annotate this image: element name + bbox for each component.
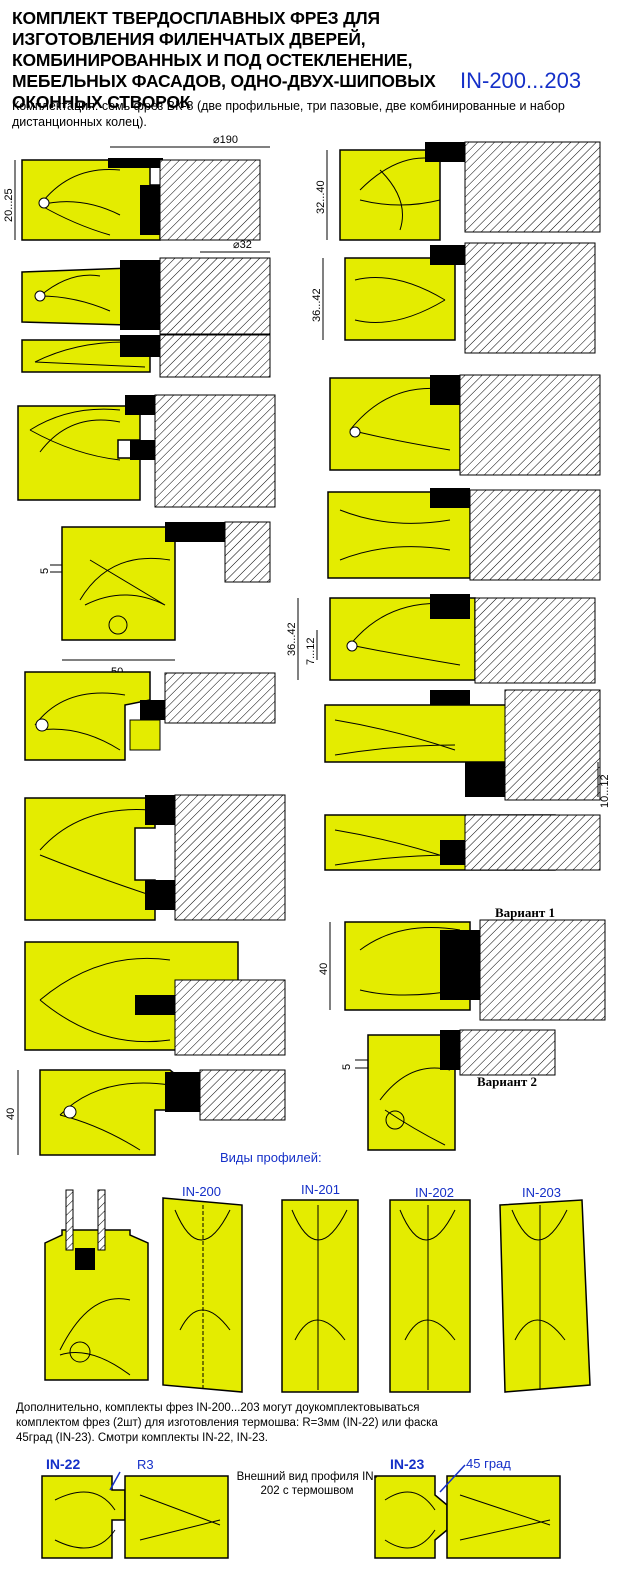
dim-32-40: 32...40 xyxy=(315,180,327,214)
profile-label-in-200: IN-200 xyxy=(182,1184,221,1199)
in-22-label: IN-22 xyxy=(46,1456,81,1472)
cutter-diagram-3 xyxy=(21,334,271,378)
thermal-seam-in-22: R3 xyxy=(41,1457,229,1559)
cutter-diagram-1: ⌀190 ⌀32 20...25 xyxy=(3,134,270,253)
additional-note: Дополнительно, комплекты фрез IN-200...2… xyxy=(16,1402,438,1444)
cutter-diagram-13 xyxy=(327,488,601,581)
dim-36-42b: 36...42 xyxy=(286,622,298,656)
page-title: КОМПЛЕКТ ТВЕРДОСПЛАВНЫХ ФРЕЗ ДЛЯ ИЗГОТОВ… xyxy=(12,8,436,112)
cutter-diagram-17: 40 xyxy=(318,919,606,1021)
thermal-seam-in-23: 45 град xyxy=(374,1456,561,1559)
cutter-diagram-5: 5 50 xyxy=(39,521,271,678)
variant-1-label: Вариант 1 xyxy=(495,905,555,920)
profile-in-202: IN-202 xyxy=(389,1185,471,1393)
dim-5b: 5 xyxy=(341,1064,353,1070)
cutter-diagram-6 xyxy=(24,671,276,761)
cutter-diagram-14: 36...42 7...12 xyxy=(286,594,596,684)
dim-7-12: 7...12 xyxy=(305,637,317,665)
cutter-diagram-7 xyxy=(24,794,286,921)
cutter-diagram-11: 36...42 xyxy=(311,242,596,354)
cutter-diagram-2 xyxy=(21,257,271,335)
variant-2-label: Вариант 2 xyxy=(477,1074,537,1089)
chamfer-mark: 45 град xyxy=(466,1456,511,1471)
dim-40a: 40 xyxy=(318,963,330,975)
profile-in-203: IN-203 xyxy=(499,1185,591,1393)
cutter-diagram-12 xyxy=(329,374,601,476)
external-view-caption: Внешний вид профиля IN-202 с термошвом xyxy=(236,1471,378,1497)
profile-in-201: IN-201 xyxy=(281,1182,359,1393)
set-contents: Комплектация: семь фрез ВК-8 (две профил… xyxy=(12,99,565,129)
r3-mark: R3 xyxy=(137,1457,154,1472)
dim-40b: 40 xyxy=(5,1108,17,1120)
dim-36-42a: 36...42 xyxy=(311,288,323,322)
in-23-label: IN-23 xyxy=(390,1456,425,1472)
dim-10-12: 10...12 xyxy=(599,774,611,808)
dim-5a: 5 xyxy=(39,568,51,574)
dim-d190: ⌀190 xyxy=(213,134,238,146)
profile-label-in-201: IN-201 xyxy=(301,1182,340,1197)
window-section-diagram xyxy=(44,1189,149,1381)
profiles-heading: Виды профилей: xyxy=(220,1150,322,1165)
profile-label-in-202: IN-202 xyxy=(415,1185,454,1200)
cutter-diagram-16: Вариант 1 xyxy=(324,814,601,920)
cutter-diagram-18: 5 Вариант 2 xyxy=(341,1029,556,1151)
cutter-diagram-9: 40 xyxy=(5,1069,286,1156)
profile-in-200: IN-200 xyxy=(162,1184,243,1393)
profile-label-in-203: IN-203 xyxy=(522,1185,561,1200)
dim-d32: ⌀32 xyxy=(233,239,252,251)
cutter-diagram-15: 10...12 xyxy=(324,689,611,808)
dim-20-25: 20...25 xyxy=(3,188,15,222)
cutter-diagram-8 xyxy=(24,941,286,1056)
cutter-diagram-10: 32...40 xyxy=(315,141,601,241)
set-code: IN-200...203 xyxy=(460,68,582,93)
cutter-diagram-4 xyxy=(17,394,276,508)
